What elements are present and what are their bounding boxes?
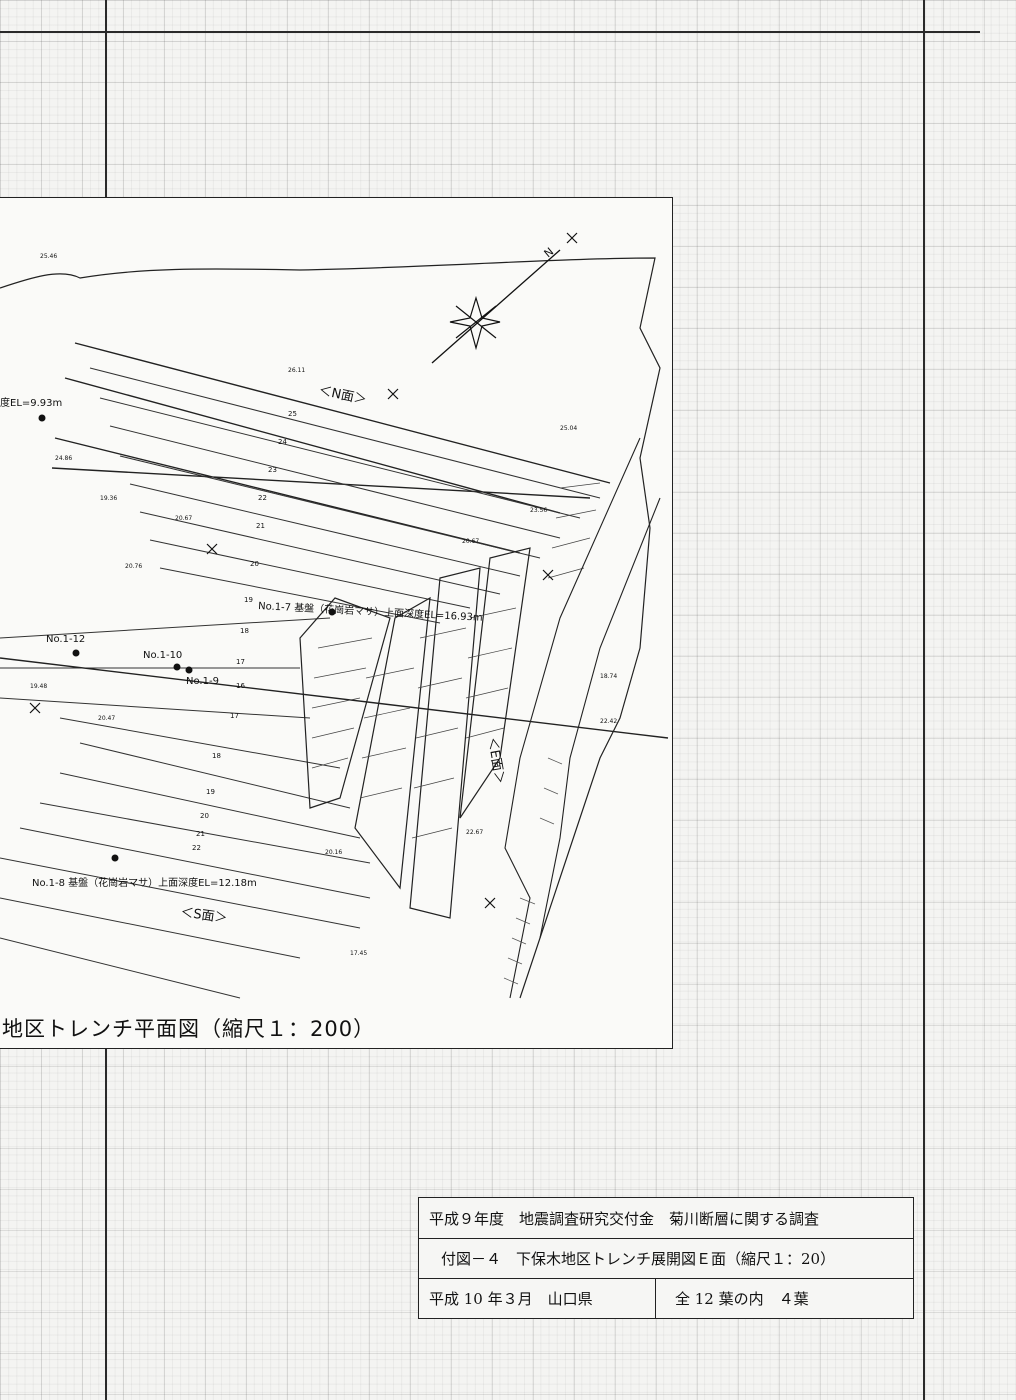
- title-block: 平成９年度 地震調査研究交付金 菊川断層に関する調査 付図－４ 下保木地区トレン…: [418, 1197, 914, 1319]
- x-markers: [29, 232, 578, 909]
- svg-text:22: 22: [192, 844, 201, 852]
- svg-text:21: 21: [196, 830, 205, 838]
- section-line: [0, 657, 669, 739]
- n-face-wall: [51, 342, 611, 554]
- site-boundary: [0, 257, 661, 999]
- svg-text:24: 24: [278, 438, 287, 446]
- trench-benches: [299, 547, 531, 919]
- boring-label-1-12: No.1-12: [46, 634, 85, 645]
- north-arrow-line: [431, 249, 561, 364]
- boring-label-edge: 度EL=9.93m: [0, 396, 62, 409]
- title-block-project-row: 平成９年度 地震調査研究交付金 菊川断層に関する調査: [419, 1198, 913, 1239]
- contour-lines-upper: [89, 367, 601, 624]
- svg-text:20: 20: [250, 560, 259, 568]
- road-edge-inner: [539, 497, 661, 939]
- svg-text:20: 20: [200, 812, 209, 820]
- svg-text:18: 18: [240, 627, 249, 635]
- bench-hatching: [311, 482, 601, 839]
- svg-text:20.16: 20.16: [325, 849, 342, 856]
- date-and-organization: 平成 10 年３月 山口県: [429, 1289, 593, 1308]
- svg-text:17: 17: [230, 712, 239, 720]
- svg-text:20.76: 20.76: [125, 563, 142, 570]
- svg-text:25.46: 25.46: [40, 253, 57, 260]
- slope-hatching: [503, 757, 563, 985]
- svg-text:18.74: 18.74: [600, 673, 617, 680]
- compass-rose: [449, 295, 501, 351]
- svg-text:19: 19: [244, 596, 253, 604]
- svg-text:18: 18: [212, 752, 221, 760]
- title-block-date-row: 平成 10 年３月 山口県: [419, 1278, 913, 1318]
- svg-text:23: 23: [268, 466, 277, 474]
- svg-text:19.36: 19.36: [100, 495, 117, 502]
- boring-label-1-10: No.1-10: [143, 650, 182, 661]
- north-arrow-label: N: [542, 245, 557, 260]
- contour-lines-lower: [0, 617, 371, 999]
- svg-text:21: 21: [256, 522, 265, 530]
- svg-text:20.47: 20.47: [98, 715, 115, 722]
- trench-plan-drawing: N ＜N面＞ ＜E面＞ ＜S面＞: [0, 197, 673, 1049]
- svg-text:17: 17: [236, 658, 245, 666]
- spot-heights: 25.46 26.11 25.04 24.86 20.67 19.36 20.7…: [30, 253, 617, 957]
- svg-text:25.04: 25.04: [560, 425, 577, 432]
- svg-text:24.86: 24.86: [55, 455, 72, 462]
- drawing-name: 付図－４ 下保木地区トレンチ展開図Ｅ面（縮尺１：20）: [441, 1249, 836, 1268]
- boring-label-1-8: No.1-8 基盤（花崗岩マサ）上面深度EL=12.18m: [32, 876, 257, 889]
- right-vertical-line: [923, 0, 925, 1400]
- svg-text:22.67: 22.67: [466, 829, 483, 836]
- contour-values: 25 24 23 22 21 20 19 18 17 16 17 18 19 2…: [192, 410, 297, 852]
- trench-plan-svg: N ＜N面＞ ＜E面＞ ＜S面＞: [0, 232, 669, 999]
- svg-text:22: 22: [258, 494, 267, 502]
- title-block-drawing-row: 付図－４ 下保木地区トレンチ展開図Ｅ面（縮尺１：20）: [419, 1238, 913, 1279]
- n-face-label: ＜N面＞: [317, 383, 368, 408]
- boring-label-1-9: No.1-9: [186, 676, 219, 687]
- svg-text:19: 19: [206, 788, 215, 796]
- svg-text:17.45: 17.45: [350, 950, 367, 957]
- top-border-line: [0, 31, 980, 33]
- svg-text:23.56: 23.56: [530, 507, 547, 514]
- svg-text:19.48: 19.48: [30, 683, 47, 690]
- svg-text:26.11: 26.11: [288, 367, 305, 374]
- title-block-divider: [655, 1278, 656, 1318]
- sheet-number: 全 12 葉の内 ４葉: [675, 1289, 809, 1308]
- plan-title: 地区トレンチ平面図（縮尺１：200）: [2, 1017, 376, 1041]
- svg-text:25: 25: [288, 410, 297, 418]
- road-edge: [504, 437, 641, 999]
- svg-text:20.67: 20.67: [175, 515, 192, 522]
- boring-points: [38, 414, 336, 862]
- svg-text:20.67: 20.67: [462, 538, 479, 545]
- e-face-label: ＜E面＞: [484, 736, 507, 785]
- project-name: 平成９年度 地震調査研究交付金 菊川断層に関する調査: [429, 1209, 820, 1228]
- s-face-label: ＜S面＞: [179, 905, 228, 926]
- svg-text:16: 16: [236, 682, 245, 690]
- svg-text:22.42: 22.42: [600, 718, 617, 725]
